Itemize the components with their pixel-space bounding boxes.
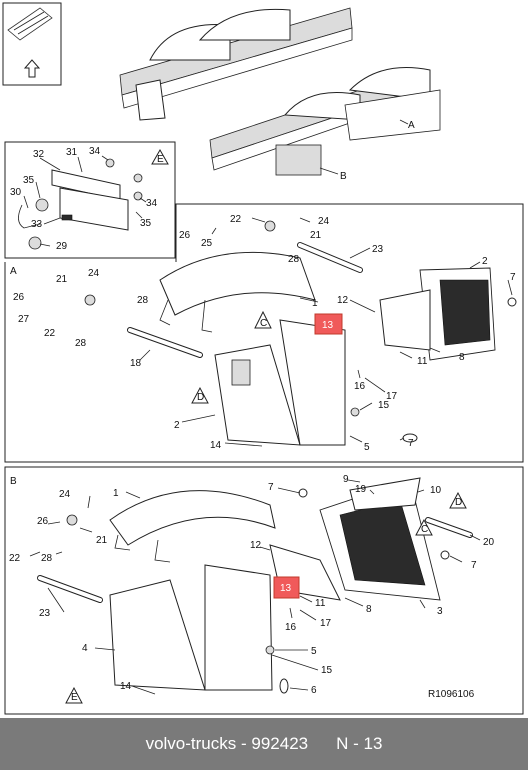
svg-text:13: 13 <box>280 583 292 594</box>
callout-24-left: 24 <box>88 268 100 279</box>
brand-part-code: volvo-trucks - 992423 <box>145 734 309 753</box>
section-b: B D C E 13 <box>4 466 524 715</box>
callout-2-lower: 2 <box>174 420 180 431</box>
triangle-e-b: E <box>65 686 83 704</box>
callout-17: 17 <box>386 391 398 402</box>
footer-bar: volvo-trucks - 992423 N - 13 <box>0 718 528 770</box>
callout-11: 11 <box>417 356 428 367</box>
triangle-c-b: C <box>415 518 433 536</box>
callout-16: 16 <box>354 381 366 392</box>
callout-2: 2 <box>482 256 488 267</box>
callout-7b-b: 7 <box>471 560 477 571</box>
svg-text:13: 13 <box>322 320 334 331</box>
overview-label-b: B <box>340 171 347 182</box>
triangle-c-a: C <box>254 310 272 329</box>
section-e: E 32 31 34 35 30 34 33 35 29 <box>4 141 176 259</box>
callout-3-b: 3 <box>437 606 443 617</box>
callout-6-b: 6 <box>311 685 317 696</box>
highlight-part-13-a[interactable]: 13 <box>314 313 343 335</box>
callout-26: 26 <box>179 230 191 241</box>
callout-35b: 35 <box>140 218 152 229</box>
callout-22-left: 22 <box>44 328 56 339</box>
callout-8-b: 8 <box>366 604 372 615</box>
svg-text:E: E <box>157 154 164 165</box>
callout-5-b: 5 <box>311 646 317 657</box>
callout-34b: 34 <box>146 198 158 209</box>
callout-1-b: 1 <box>113 488 119 499</box>
callout-22: 22 <box>230 214 242 225</box>
callout-32: 32 <box>33 149 45 160</box>
callout-1: 1 <box>312 298 318 309</box>
callout-26-left: 26 <box>13 292 25 303</box>
callout-15-b: 15 <box>321 665 333 676</box>
callout-23-b: 23 <box>39 608 51 619</box>
callout-21: 21 <box>310 230 322 241</box>
orientation-icon <box>2 2 62 86</box>
triangle-e-top: E <box>151 148 169 165</box>
callout-21-b: 21 <box>96 535 108 546</box>
callout-24: 24 <box>318 216 330 227</box>
callout-30: 30 <box>10 187 22 198</box>
callout-7-lower: 7 <box>408 438 414 449</box>
section-label-a: A <box>10 266 17 277</box>
callout-12: 12 <box>337 295 349 306</box>
callout-26-b: 26 <box>37 516 49 527</box>
callout-31: 31 <box>66 147 78 158</box>
callout-11-b: 11 <box>315 598 326 609</box>
callout-24-b: 24 <box>59 489 71 500</box>
callout-15: 15 <box>378 400 390 411</box>
svg-text:C: C <box>260 318 267 329</box>
callout-29: 29 <box>56 241 68 252</box>
svg-text:D: D <box>455 497 462 508</box>
callout-10-b: 10 <box>430 485 442 496</box>
callout-5: 5 <box>364 442 370 453</box>
callout-8: 8 <box>459 352 465 363</box>
callout-28-b: 28 <box>41 553 53 564</box>
callout-23: 23 <box>372 244 384 255</box>
callout-35: 35 <box>23 175 35 186</box>
callout-18: 18 <box>130 358 142 369</box>
callout-28-left: 28 <box>137 295 149 306</box>
callout-19-b: 19 <box>355 484 367 495</box>
callout-33: 33 <box>31 219 43 230</box>
position-code: N - 13 <box>336 734 383 753</box>
svg-text:E: E <box>71 692 78 703</box>
callout-9-b: 9 <box>343 474 349 485</box>
overview-label-a: A <box>408 120 415 131</box>
highlight-part-13-b[interactable]: 13 <box>273 576 300 599</box>
callout-25: 25 <box>201 238 213 249</box>
callout-28: 28 <box>288 254 300 265</box>
callout-27: 27 <box>18 314 30 325</box>
callout-34: 34 <box>89 146 101 157</box>
section-a: A C D 13 <box>4 203 524 463</box>
callout-12-b: 12 <box>250 540 262 551</box>
triangle-d-b: D <box>449 491 467 509</box>
callout-28-lower: 28 <box>75 338 87 349</box>
reference-number: R1096106 <box>428 689 475 700</box>
parts-diagram: A B E 32 31 34 35 30 34 33 35 29 <box>2 2 524 715</box>
callout-7: 7 <box>510 272 516 283</box>
callout-7-b: 7 <box>268 482 274 493</box>
svg-text:C: C <box>421 524 428 535</box>
callout-21-left: 21 <box>56 274 68 285</box>
section-label-b: B <box>10 476 17 487</box>
overview-drawing: A B <box>119 7 441 182</box>
callout-20-b: 20 <box>483 537 495 548</box>
callout-16-b: 16 <box>285 622 297 633</box>
triangle-d-a: D <box>191 386 209 404</box>
callout-4-b: 4 <box>82 643 88 654</box>
callout-14: 14 <box>210 440 222 451</box>
svg-text:D: D <box>197 392 204 403</box>
callout-22-b: 22 <box>9 553 21 564</box>
callout-17-b: 17 <box>320 618 332 629</box>
callout-14-b: 14 <box>120 681 132 692</box>
